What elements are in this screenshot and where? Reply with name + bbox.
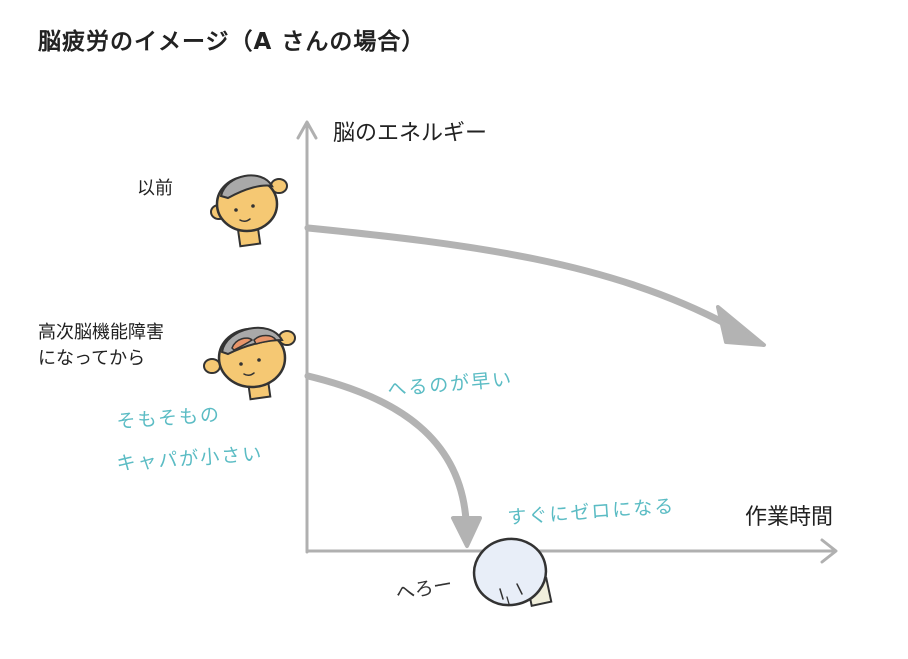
state-label-after-line1: 高次脳機能障害 xyxy=(38,322,164,343)
happy-person-face-icon xyxy=(210,174,288,248)
state-label-before: 以前 xyxy=(137,178,173,199)
energy-curve-after-arrowhead xyxy=(451,516,482,548)
page-title: 脳疲労のイメージ（A さんの場合） xyxy=(38,29,426,55)
axes xyxy=(296,120,838,564)
x-axis-arrowhead xyxy=(820,538,838,564)
energy-curve-before xyxy=(304,224,766,347)
y-axis-label: 脳のエネルギー xyxy=(333,121,487,146)
note-reaches-zero: すぐにゼロになる xyxy=(507,495,676,529)
note-decreases-fast: へるのが早い xyxy=(387,368,514,401)
energy-curve-before-line xyxy=(304,224,732,329)
exhausted-pale-face-icon xyxy=(472,537,553,608)
state-label-after-line2: になってから xyxy=(38,348,145,369)
y-axis-arrowhead xyxy=(296,120,318,140)
x-axis-label: 作業時間 xyxy=(745,505,833,530)
exhausted-voice-text: へろー xyxy=(394,573,454,605)
note-small-capacity-line2: キャパが小さい xyxy=(116,443,264,475)
energy-curve-before-arrowhead xyxy=(716,305,766,347)
energy-curve-after xyxy=(304,372,482,548)
energy-curve-after-line xyxy=(304,372,470,524)
note-small-capacity-line1: そもそもの xyxy=(116,404,222,433)
person-with-damaged-brain-icon xyxy=(203,326,296,401)
